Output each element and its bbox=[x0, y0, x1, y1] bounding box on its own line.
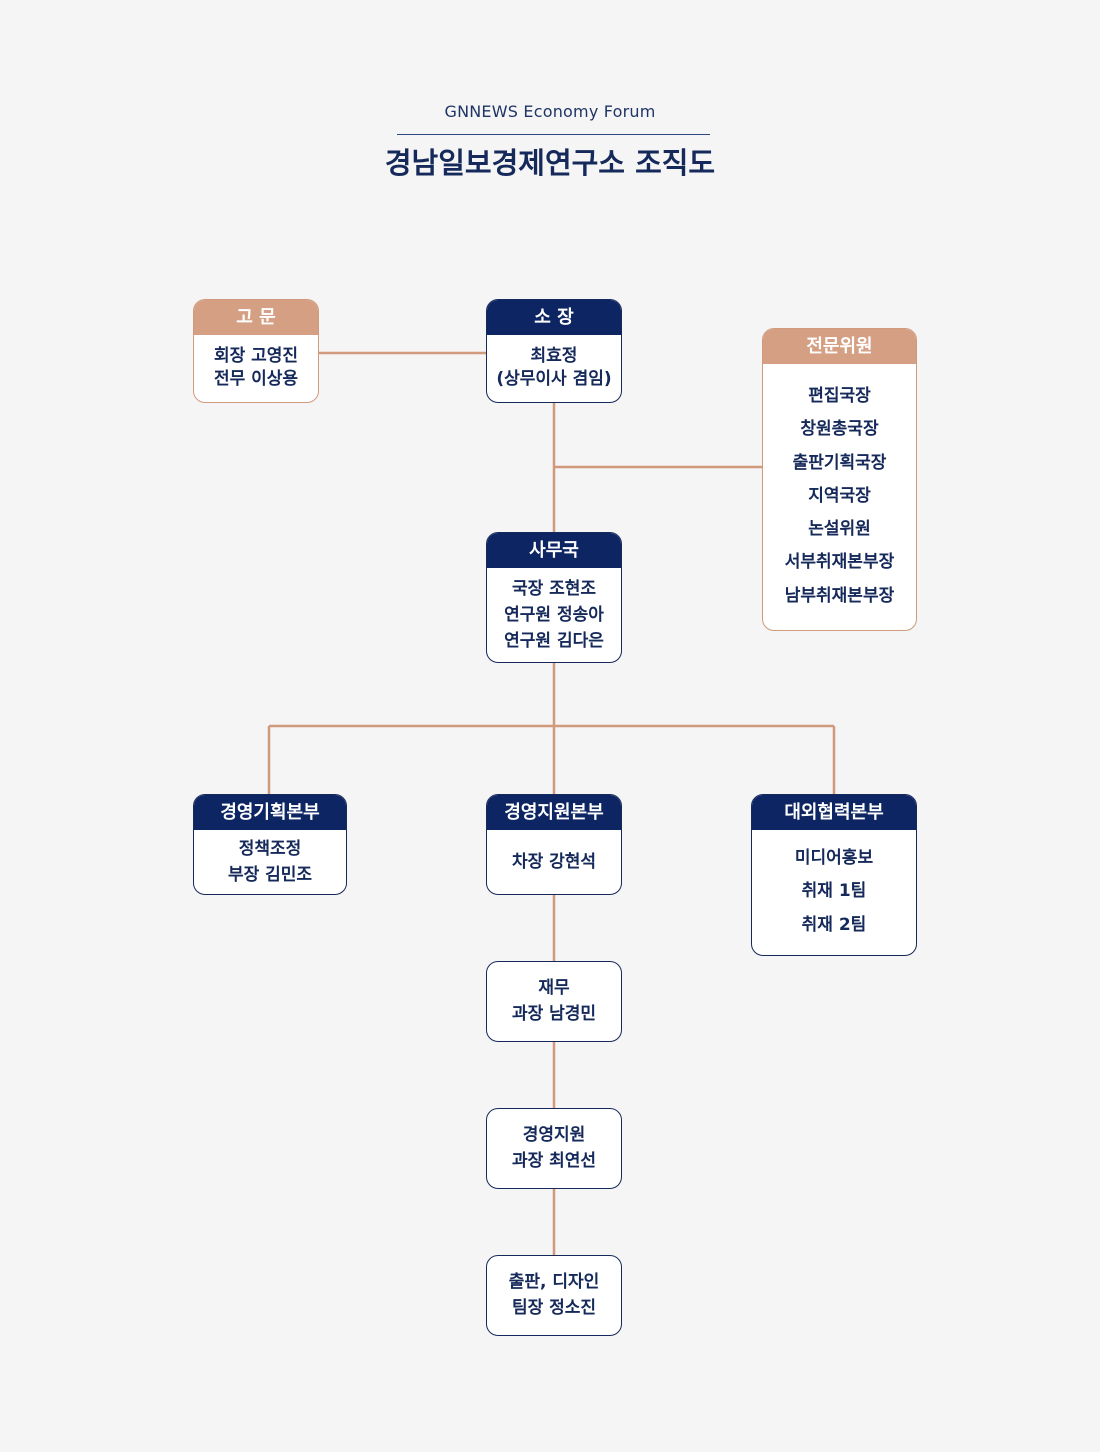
external-header: 대외협력본부 bbox=[752, 795, 916, 830]
forum-subtitle: GNNEWS Economy Forum bbox=[444, 102, 656, 121]
mgmt-support-box: 경영지원 과장 최연선 bbox=[486, 1108, 622, 1189]
experts-line: 논설위원 bbox=[808, 519, 871, 540]
secretariat-body: 국장 조현조 연구원 정송아 연구원 김다은 bbox=[487, 568, 621, 661]
publishing-line: 팀장 정소진 bbox=[511, 1298, 597, 1318]
planning-line: 부장 김민조 bbox=[227, 864, 313, 885]
experts-line: 서부취재본부장 bbox=[784, 552, 895, 573]
mgmt-support-body: 경영지원 과장 최연선 bbox=[487, 1109, 621, 1187]
experts-box: 전문위원 편집국장 창원총국장 출판기획국장 지역국장 논설위원 서부취재본부장… bbox=[762, 328, 917, 631]
director-header: 소 장 bbox=[487, 300, 621, 335]
finance-line: 재무 bbox=[538, 978, 570, 998]
advisor-line: 전무 이상용 bbox=[213, 369, 299, 389]
publishing-body: 출판, 디자인 팀장 정소진 bbox=[487, 1256, 621, 1334]
title-divider bbox=[397, 134, 710, 135]
planning-line: 정책조정 bbox=[238, 838, 302, 859]
experts-line: 출판기획국장 bbox=[792, 452, 887, 473]
support-body: 차장 강현석 bbox=[487, 830, 621, 893]
support-header: 경영지원본부 bbox=[487, 795, 621, 830]
planning-box: 경영기획본부 정책조정 부장 김민조 bbox=[193, 794, 347, 895]
support-line: 차장 강현석 bbox=[511, 851, 597, 872]
director-body: 최효정 (상무이사 겸임) bbox=[487, 335, 621, 401]
chart-title: 경남일보경제연구소 조직도 bbox=[384, 146, 716, 180]
experts-line: 창원총국장 bbox=[800, 419, 879, 440]
external-line: 미디어홍보 bbox=[794, 848, 874, 869]
mgmt-support-line: 경영지원 bbox=[522, 1125, 586, 1145]
experts-line: 지역국장 bbox=[808, 485, 871, 506]
external-box: 대외협력본부 미디어홍보 취재 1팀 취재 2팀 bbox=[751, 794, 917, 956]
finance-line: 과장 남경민 bbox=[511, 1004, 597, 1024]
secretariat-header: 사무국 bbox=[487, 533, 621, 568]
experts-header: 전문위원 bbox=[763, 329, 916, 364]
advisor-header: 고 문 bbox=[194, 300, 318, 335]
secretariat-box: 사무국 국장 조현조 연구원 정송아 연구원 김다은 bbox=[486, 532, 622, 663]
planning-body: 정책조정 부장 김민조 bbox=[194, 830, 346, 893]
support-box: 경영지원본부 차장 강현석 bbox=[486, 794, 622, 895]
planning-header: 경영기획본부 bbox=[194, 795, 346, 830]
external-line: 취재 1팀 bbox=[801, 881, 867, 902]
experts-body: 편집국장 창원총국장 출판기획국장 지역국장 논설위원 서부취재본부장 남부취재… bbox=[763, 364, 916, 629]
publishing-line: 출판, 디자인 bbox=[508, 1272, 600, 1292]
experts-line: 남부취재본부장 bbox=[784, 585, 895, 606]
experts-line: 편집국장 bbox=[808, 385, 871, 406]
publishing-box: 출판, 디자인 팀장 정소진 bbox=[486, 1255, 622, 1336]
advisor-body: 회장 고영진 전무 이상용 bbox=[194, 335, 318, 401]
finance-box: 재무 과장 남경민 bbox=[486, 961, 622, 1042]
external-line: 취재 2팀 bbox=[801, 914, 867, 935]
secretariat-line: 연구원 정송아 bbox=[504, 604, 604, 625]
external-body: 미디어홍보 취재 1팀 취재 2팀 bbox=[752, 830, 916, 954]
advisor-box: 고 문 회장 고영진 전무 이상용 bbox=[193, 299, 319, 403]
advisor-line: 회장 고영진 bbox=[213, 346, 299, 366]
secretariat-line: 연구원 김다은 bbox=[504, 630, 604, 651]
secretariat-line: 국장 조현조 bbox=[511, 578, 597, 599]
director-line: (상무이사 겸임) bbox=[496, 369, 612, 389]
director-box: 소 장 최효정 (상무이사 겸임) bbox=[486, 299, 622, 403]
director-line: 최효정 bbox=[530, 346, 578, 366]
finance-body: 재무 과장 남경민 bbox=[487, 962, 621, 1040]
mgmt-support-line: 과장 최연선 bbox=[511, 1151, 597, 1171]
